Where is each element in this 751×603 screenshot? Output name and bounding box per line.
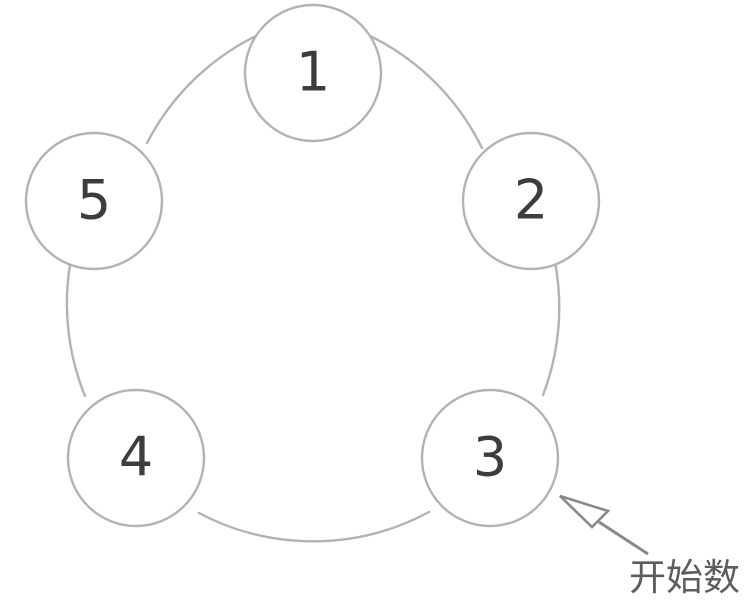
- node-5-circle[interactable]: [24, 131, 164, 271]
- node-4-label: 4: [119, 426, 153, 489]
- node-4[interactable]: 4: [66, 388, 206, 528]
- edge-2-to-3: [541, 260, 561, 397]
- start-annotation: 开始数: [559, 494, 740, 599]
- node-5-label: 5: [77, 169, 111, 232]
- node-3[interactable]: 3: [420, 388, 560, 528]
- node-5[interactable]: 5: [24, 131, 164, 271]
- node-1[interactable]: 1: [243, 3, 383, 143]
- edge-4-to-5: [65, 263, 87, 398]
- annotation-label: 开始数: [629, 556, 740, 599]
- node-4-circle[interactable]: [66, 388, 206, 528]
- edge-group: [65, 32, 561, 543]
- arrow-shaft: [598, 520, 649, 556]
- edge-5-to-1: [145, 32, 262, 145]
- edge-1-to-2: [364, 32, 484, 150]
- node-3-circle[interactable]: [420, 388, 560, 528]
- node-3-label: 3: [473, 426, 507, 489]
- node-2-circle[interactable]: [461, 131, 601, 271]
- edge-3-to-4: [197, 510, 431, 543]
- node-1-circle[interactable]: [243, 3, 383, 143]
- arrow-head-icon: [559, 494, 611, 529]
- node-2[interactable]: 2: [461, 131, 601, 271]
- node-group: 1 2 3 4 5: [24, 3, 601, 528]
- node-2-label: 2: [514, 169, 548, 232]
- node-1-label: 1: [296, 41, 330, 104]
